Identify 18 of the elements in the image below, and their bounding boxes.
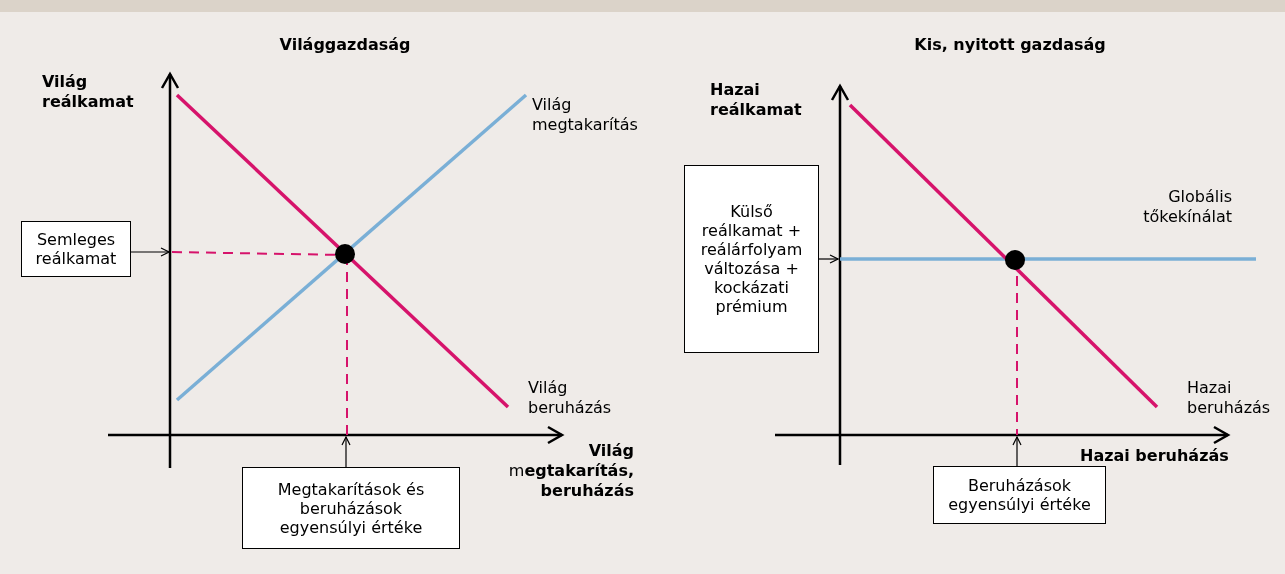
leader-arrow	[1012, 436, 1022, 467]
curve-label: Világ beruházás	[528, 378, 613, 418]
leader-arrow	[818, 254, 839, 264]
curve-label: Világ megtakarítás	[532, 95, 639, 135]
panel-title: Kis, nyitott gazdaság	[913, 35, 1107, 55]
leader-arrow	[130, 247, 170, 257]
curve-label: Globális tőkekínálat	[1142, 187, 1232, 227]
callout-box: Külső reálkamat + reálárfolyam változása + kockázati prémium	[684, 165, 819, 353]
leader-arrow	[341, 436, 351, 468]
curve-label: Hazai beruházás	[1187, 378, 1272, 418]
callout-box: Beruházások egyensúlyi értéke	[933, 466, 1106, 524]
axis-title: Hazai reálkamat	[710, 80, 803, 120]
callout-box: Semleges reálkamat	[21, 221, 131, 277]
axis-title: Világ reálkamat	[42, 72, 132, 112]
panel-title: Világgazdaság	[278, 35, 412, 55]
callout-box: Megtakarítások és beruházások egyensúlyi értéke	[242, 467, 460, 549]
axis-title: Hazai beruházás	[1080, 446, 1230, 466]
axis-title: Világ megtakarítás, beruházás	[507, 441, 634, 501]
